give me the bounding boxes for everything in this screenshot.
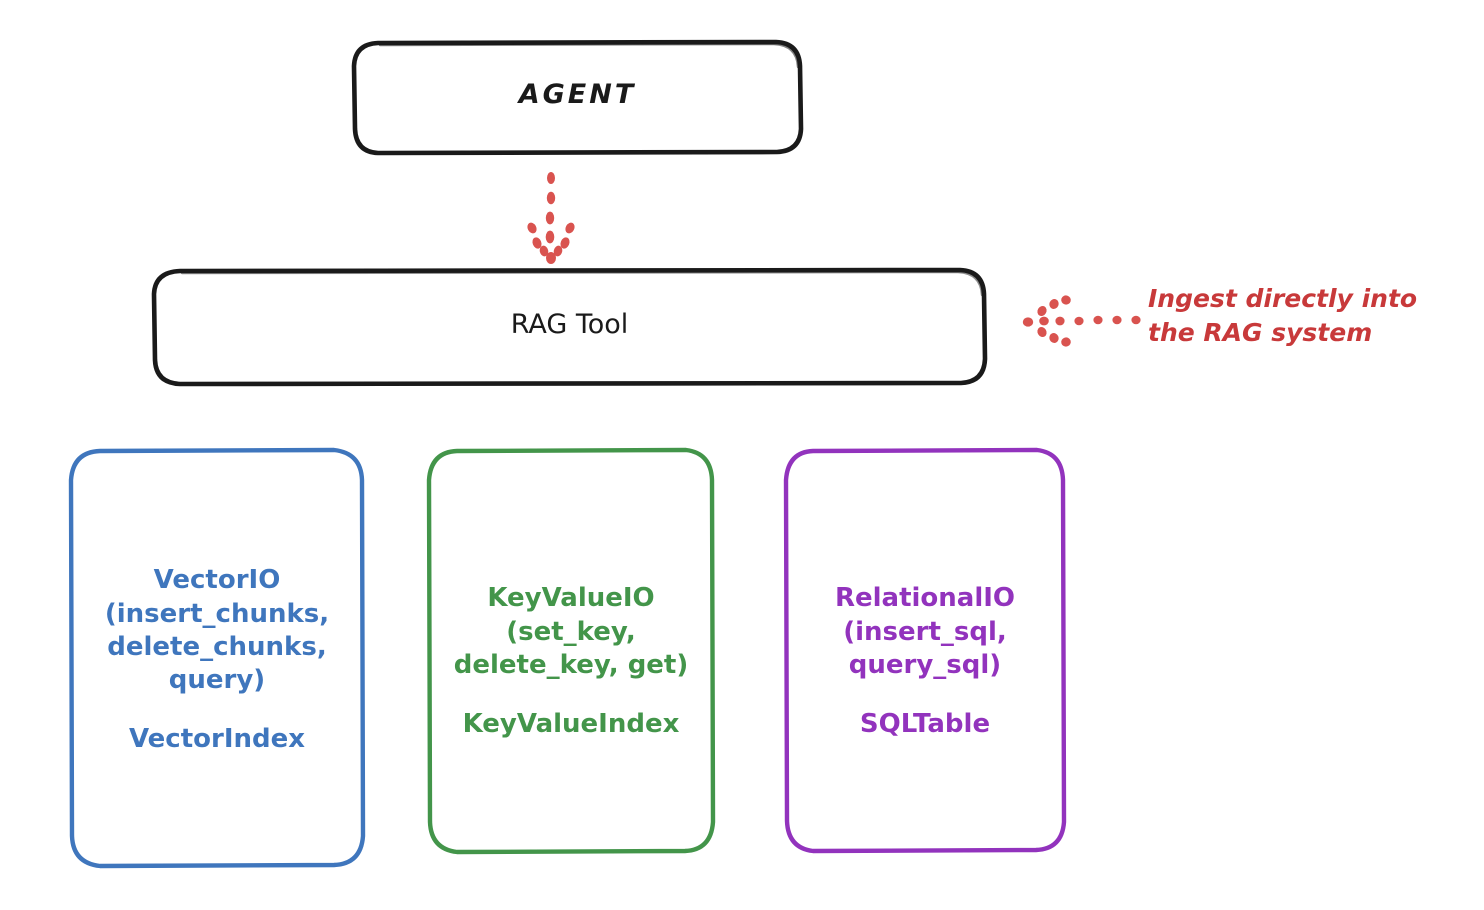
sql-table-label: SQLTable (859, 709, 991, 740)
agent-box[interactable] (351, 39, 804, 156)
key-value-io-box[interactable] (426, 447, 716, 855)
rag-tool-label: RAG Tool (510, 309, 629, 340)
relational-io-text-block: RelationalIO (insert_sql, query_sql) SQL… (787, 549, 1063, 775)
vector-io-api-label: VectorIO (insert_chunks, delete_chunks, … (104, 565, 330, 696)
ingest-annotation-label: Ingest directly into the RAG system (1148, 284, 1418, 347)
vector-index-label: VectorIndex (128, 724, 306, 755)
key-value-index-label: KeyValueIndex (462, 709, 680, 740)
key-value-io-api-label: KeyValueIO (set_key, delete_key, get) (453, 583, 689, 680)
relational-io-api-label: RelationalIO (insert_sql, query_sql) (834, 583, 1016, 680)
vector-io-box[interactable] (68, 447, 366, 869)
rag-tool-box[interactable] (151, 267, 988, 387)
vector-io-text-block: VectorIO (insert_chunks, delete_chunks, … (72, 531, 362, 790)
relational-io-box[interactable] (783, 447, 1067, 854)
agent-label: AGENT (518, 79, 637, 110)
agent-to-rag-arrow (527, 172, 575, 264)
ingest-arrow (1022, 295, 1141, 347)
key-value-io-text-block: KeyValueIO (set_key, delete_key, get) Ke… (430, 549, 712, 775)
